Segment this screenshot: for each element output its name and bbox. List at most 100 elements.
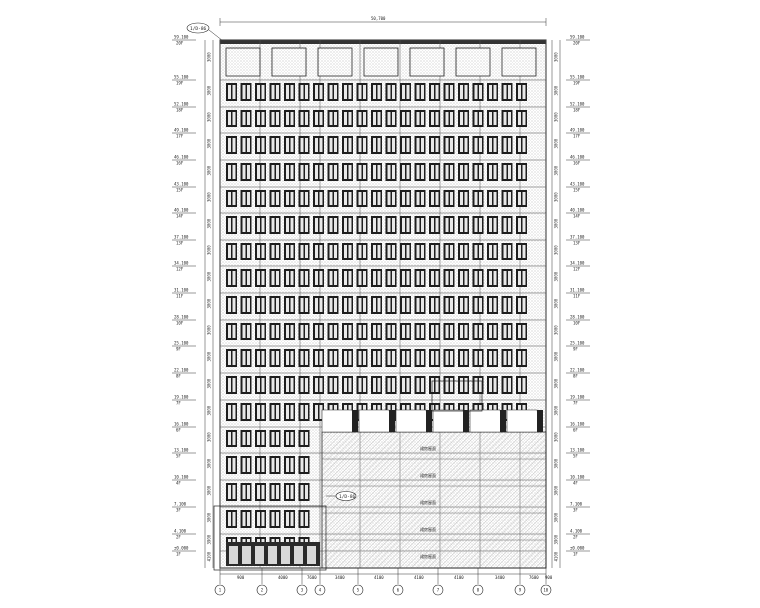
window-pane [518, 218, 521, 232]
window-pane [373, 351, 376, 365]
window-pane [503, 351, 507, 365]
window [327, 323, 339, 340]
window-pane [286, 405, 289, 419]
window-pane [242, 192, 246, 205]
window-pane [358, 85, 362, 99]
storey-height: 3000 [207, 512, 212, 522]
storey-height: 3000 [554, 112, 559, 122]
window-pane [363, 325, 366, 338]
window [284, 243, 295, 260]
window-pane [286, 432, 289, 445]
window-pane [290, 325, 294, 338]
window-pane [387, 351, 391, 365]
window-pane [261, 485, 265, 499]
window-pane [242, 458, 246, 472]
podium-label: 裙房屋面 [420, 499, 436, 505]
window-pane [518, 112, 521, 125]
window-pane [329, 298, 333, 312]
window-pane [363, 245, 366, 258]
window [501, 163, 513, 181]
podium-label: 裙房屋面 [420, 526, 436, 532]
window [269, 430, 281, 447]
floor-label: 19F [176, 81, 184, 86]
window [385, 269, 397, 287]
window-pane [242, 378, 246, 392]
window [298, 537, 310, 545]
window-pane [474, 112, 478, 125]
window [255, 537, 266, 545]
window-pane [474, 351, 478, 365]
window-pane [329, 165, 333, 179]
window-pane [276, 512, 279, 526]
window [356, 190, 368, 207]
window-pane [257, 138, 260, 152]
detail-frame [213, 505, 327, 571]
window-pane [232, 539, 236, 543]
window-pane [242, 512, 246, 526]
floor-label: 2F [176, 535, 181, 540]
podium-roof-area [321, 431, 547, 569]
storey-height: 3000 [554, 351, 559, 361]
window-pane [522, 325, 526, 338]
roof-screen-panel [225, 47, 261, 77]
window [327, 349, 339, 367]
window-pane [247, 458, 250, 472]
window-pane [406, 378, 410, 392]
window-pane [300, 458, 304, 472]
window-pane [300, 218, 304, 232]
window-pane [479, 325, 482, 338]
window-pane [305, 192, 308, 205]
window-pane [493, 138, 497, 152]
window-pane [228, 85, 231, 99]
window-pane [261, 512, 265, 526]
window-pane [373, 271, 376, 285]
window-pane [344, 271, 347, 285]
floor-label: 17F [176, 134, 184, 139]
window-pane [435, 298, 439, 312]
window [458, 269, 469, 287]
window-pane [522, 378, 526, 392]
window-pane [232, 165, 236, 179]
window-pane [518, 192, 521, 205]
elevation-label: 16.100 [174, 422, 189, 427]
window-pane [319, 351, 323, 365]
floor-label: 15F [176, 188, 184, 193]
window [327, 243, 339, 260]
window [284, 190, 295, 207]
floor-label: 18F [573, 108, 581, 113]
window-pane [319, 218, 323, 232]
window-pane [489, 112, 492, 125]
window [269, 403, 281, 421]
floor-label: 6F [573, 428, 578, 433]
storey-height: 3000 [554, 138, 559, 148]
window [400, 216, 411, 234]
window-pane [271, 539, 275, 543]
window-pane [286, 485, 289, 499]
floor-label: 5F [573, 454, 578, 459]
window [240, 110, 252, 127]
window-pane [247, 298, 250, 312]
window-pane [493, 245, 497, 258]
window [342, 349, 353, 367]
window-pane [286, 378, 289, 392]
window-pane [406, 85, 410, 99]
window-pane [271, 218, 275, 232]
entrance-door [307, 546, 316, 564]
window-pane [315, 192, 318, 205]
window-pane [508, 138, 511, 152]
window-pane [518, 378, 521, 392]
window [356, 83, 368, 101]
window [298, 163, 310, 181]
window [487, 110, 498, 127]
window-pane [363, 112, 366, 125]
window-pane [319, 378, 323, 392]
window-pane [464, 165, 468, 179]
window-pane [358, 245, 362, 258]
podium-label: 裙房屋面 [420, 553, 436, 559]
window-pane [474, 218, 478, 232]
window-pane [474, 298, 478, 312]
window-pane [276, 458, 279, 472]
storey-height: 3000 [207, 378, 212, 388]
window-pane [334, 351, 337, 365]
